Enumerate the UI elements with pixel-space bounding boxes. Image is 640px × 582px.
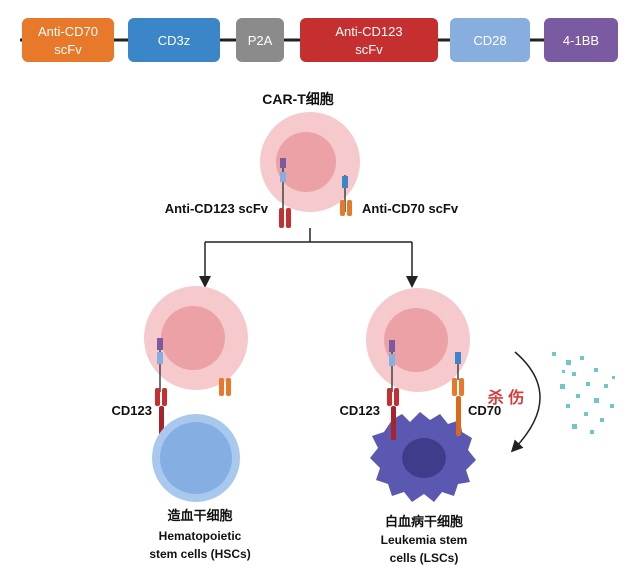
segment-anti-cd123-sublabel: scFv — [355, 42, 383, 57]
left-cd123-antigen — [159, 406, 164, 436]
car-t-cell — [260, 112, 360, 212]
debris-particles — [552, 352, 615, 434]
segment-cd28-label: CD28 — [473, 33, 506, 48]
right-cd123-label: CD123 — [340, 403, 380, 418]
segment-anti-cd70: Anti-CD70 scFv — [22, 18, 114, 62]
left-anti-cd70-receptor — [219, 378, 231, 396]
segment-p2a: P2A — [236, 18, 284, 62]
kill-label: 杀 伤 — [488, 388, 524, 407]
car-t-anti-cd70-receptor — [340, 175, 352, 216]
right-cd70-antigen — [456, 396, 461, 436]
anti-cd70-scfv-label: Anti-CD70 scFv — [362, 201, 459, 216]
construct-bar: Anti-CD70 scFv CD3z P2A Anti-CD123 scFv … — [20, 18, 618, 62]
right-cd70-label: CD70 — [468, 403, 501, 418]
kill-arrow — [510, 351, 541, 453]
car-t-anti-cd123-receptor — [279, 158, 291, 228]
left-cd123-label: CD123 — [112, 403, 152, 418]
hsc-label-en-2: stem cells (HSCs) — [149, 547, 250, 561]
segment-anti-cd70-sublabel: scFv — [54, 42, 82, 57]
right-anti-cd123-receptor — [387, 340, 399, 406]
segment-anti-cd70-label: Anti-CD70 — [38, 24, 98, 39]
lsc-cell — [370, 412, 476, 502]
hsc-label-en-1: Hematopoietic — [159, 529, 242, 543]
segment-p2a-label: P2A — [248, 33, 273, 48]
right-cd123-antigen — [391, 406, 396, 440]
hsc-label-cn: 造血干细胞 — [167, 508, 232, 523]
lsc-label-en-1: Leukemia stem — [381, 533, 468, 547]
segment-cd3z: CD3z — [128, 18, 220, 62]
branch-arrows — [199, 228, 418, 288]
segment-4-1bb: 4-1BB — [544, 18, 618, 62]
right-car-t-cell — [366, 288, 470, 392]
anti-cd123-scfv-label: Anti-CD123 scFv — [165, 201, 269, 216]
right-anti-cd70-receptor — [452, 352, 464, 396]
segment-4-1bb-label: 4-1BB — [563, 33, 599, 48]
hsc-cell — [152, 414, 240, 502]
segment-anti-cd123-label: Anti-CD123 — [335, 24, 402, 39]
lsc-label-en-2: cells (LSCs) — [390, 551, 459, 565]
car-t-title: CAR-T细胞 — [262, 91, 334, 107]
lsc-label-cn: 白血病干细胞 — [385, 514, 463, 529]
left-anti-cd123-receptor — [155, 338, 167, 406]
segment-cd3z-label: CD3z — [158, 33, 191, 48]
left-car-t-cell — [144, 286, 248, 390]
segment-cd28: CD28 — [450, 18, 530, 62]
segment-anti-cd123: Anti-CD123 scFv — [300, 18, 438, 62]
